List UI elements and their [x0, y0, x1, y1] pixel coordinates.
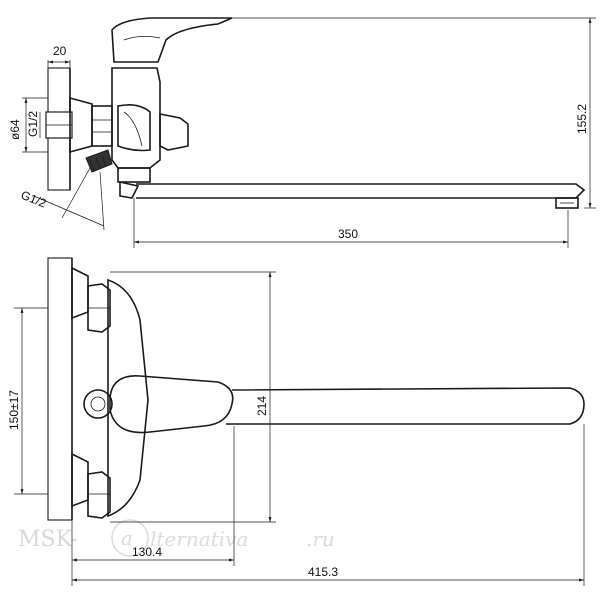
- aerator: [555, 197, 579, 209]
- spout-base: [119, 181, 140, 199]
- dim-thread-lower: G1/2: [19, 188, 49, 211]
- spout-collar: [117, 167, 151, 183]
- mixer-body: [111, 67, 161, 169]
- side-nut: [91, 105, 113, 147]
- watermark-circle: [111, 519, 149, 557]
- dim-top-width: 20: [53, 44, 67, 58]
- front-spout: [226, 387, 585, 425]
- watermark-circle-letter: a: [121, 526, 133, 550]
- dim-lever-reach: 130.4: [132, 545, 162, 559]
- body-cartridge-window: [117, 104, 151, 152]
- dim-thread-upper: G1/2: [26, 111, 40, 137]
- lower-eccentric: [71, 452, 89, 508]
- front-dimensions: 150±17 214 130.4 415.3: [7, 271, 585, 586]
- watermark-suffix: .ru: [306, 527, 335, 551]
- front-handle[interactable]: [109, 375, 234, 434]
- front-mixer-body: [107, 278, 149, 518]
- eccentric-fitting: [69, 96, 93, 154]
- dim-overall-length: 415.3: [308, 565, 338, 579]
- watermark-right: lternativa: [150, 527, 248, 551]
- front-wall-section: [47, 257, 73, 521]
- side-dimensions: 20 ø64 G1/2 G1/2 155.2 350: [8, 17, 596, 248]
- dim-pipe-diameter: ø64: [8, 119, 22, 140]
- dim-height: 155.2: [575, 104, 589, 134]
- dim-center-distance: 150±17: [7, 390, 21, 430]
- upper-nut: [87, 283, 111, 333]
- front-cap: [83, 389, 113, 419]
- handle-lever[interactable]: [111, 17, 233, 63]
- watermark: MSK- a lternativa .ru: [18, 519, 335, 557]
- diverter-knob[interactable]: [159, 113, 189, 151]
- spout: [136, 183, 586, 199]
- dim-body-height: 214: [255, 396, 269, 416]
- upper-eccentric: [71, 266, 89, 320]
- lower-nut: [87, 471, 111, 519]
- side-view: [45, 17, 586, 209]
- watermark-left: MSK-: [18, 527, 78, 552]
- front-view: [47, 257, 585, 521]
- dim-spout-length: 350: [338, 227, 358, 241]
